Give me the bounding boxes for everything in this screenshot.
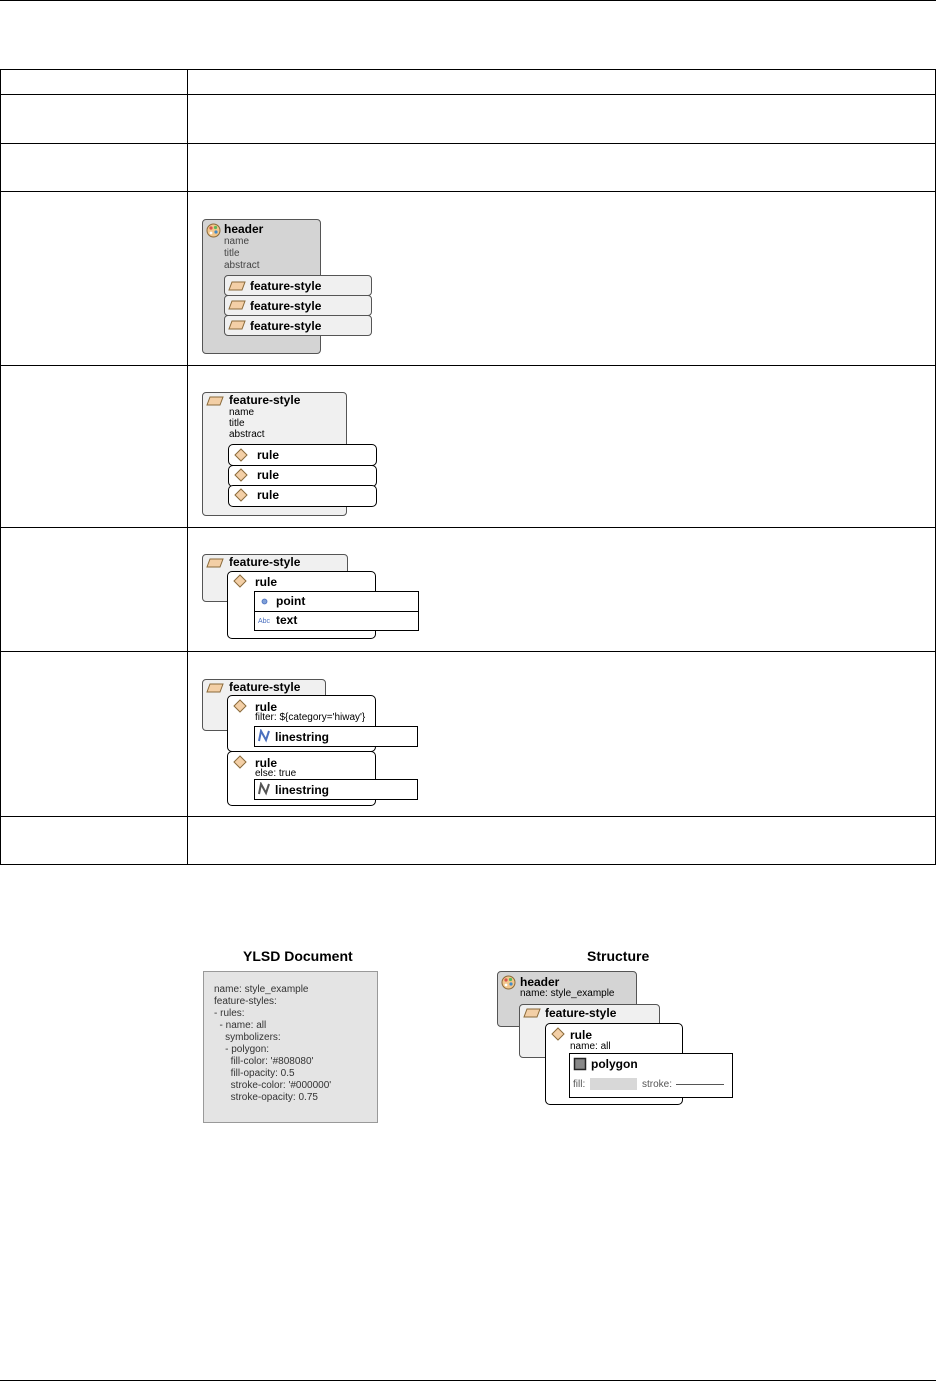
bottom-rule bbox=[0, 1380, 936, 1381]
stroke-swatch bbox=[676, 1084, 724, 1085]
feature-style-field: title bbox=[229, 418, 245, 429]
ylsd-document-box: name: style_example feature-styles: - ru… bbox=[203, 971, 378, 1123]
feature-style-title: feature-style bbox=[229, 393, 301, 407]
polygon-title: polygon bbox=[591, 1057, 638, 1071]
diamond-icon bbox=[234, 468, 248, 482]
table-cell-diagram: feature-style name title abstract rule r… bbox=[187, 365, 936, 528]
header-field: abstract bbox=[224, 260, 260, 271]
rule-diagram: feature-style rule point Abc text bbox=[188, 528, 935, 650]
text-icon: Abc bbox=[258, 618, 271, 625]
rule-box bbox=[228, 485, 377, 507]
table-cell-label bbox=[0, 191, 188, 366]
feature-style-field: abstract bbox=[229, 429, 265, 440]
rule-title: rule bbox=[255, 756, 278, 770]
palette-icon bbox=[501, 975, 516, 990]
parallelogram-icon bbox=[206, 396, 224, 406]
feature-style-title: feature-style bbox=[250, 299, 322, 313]
rule-filter: filter: ${category='hiway'} bbox=[255, 712, 366, 723]
table-row bbox=[0, 94, 936, 144]
ylsd-line: feature-styles: bbox=[214, 996, 277, 1007]
symbolizer-box bbox=[254, 611, 419, 631]
point-icon bbox=[261, 598, 268, 605]
symbolizer-title: linestring bbox=[275, 730, 330, 744]
header-title: header bbox=[520, 975, 560, 989]
table-row: header name title abstract feature-style… bbox=[0, 191, 936, 366]
ylsd-line: fill-color: '#808080' bbox=[214, 1056, 314, 1067]
ylsd-line: - name: all bbox=[214, 1020, 267, 1031]
symbolizer-title: text bbox=[276, 613, 298, 627]
symbolizer-title: linestring bbox=[275, 783, 330, 797]
parallelogram-icon bbox=[523, 1008, 541, 1018]
ylsd-line: stroke-opacity: 0.75 bbox=[214, 1092, 318, 1103]
header-title: header bbox=[224, 222, 264, 236]
ylsd-line: fill-opacity: 0.5 bbox=[214, 1068, 295, 1079]
diamond-icon bbox=[233, 699, 247, 713]
top-rule bbox=[0, 0, 936, 1]
filter-diagram: feature-style rule filter: ${category='h… bbox=[188, 652, 935, 815]
diamond-icon bbox=[233, 574, 247, 588]
fill-swatch bbox=[590, 1078, 637, 1090]
feature-style-field: name bbox=[229, 407, 255, 418]
diamond-icon bbox=[234, 448, 248, 462]
header-name: name: style_example bbox=[520, 988, 615, 999]
table-cell-label bbox=[0, 816, 188, 865]
rule-title: rule bbox=[257, 448, 280, 462]
fill-label: fill: bbox=[573, 1079, 586, 1090]
polygon-symbolizer-box bbox=[569, 1053, 733, 1098]
table-cell-label bbox=[0, 94, 188, 144]
table-row: feature-style rule filter: ${category='h… bbox=[0, 651, 936, 817]
parallelogram-icon bbox=[228, 281, 246, 291]
feature-style-title: feature-style bbox=[250, 279, 322, 293]
diamond-icon bbox=[234, 488, 248, 502]
feature-style-box bbox=[224, 315, 372, 336]
table-cell-diagram: feature-style rule filter: ${category='h… bbox=[187, 651, 936, 817]
symbolizer-box bbox=[254, 726, 418, 747]
feature-style-diagram: feature-style name title abstract rule r… bbox=[188, 366, 935, 526]
parallelogram-icon bbox=[206, 683, 224, 693]
header-field: name bbox=[224, 236, 250, 247]
rule-else: else: true bbox=[255, 768, 297, 779]
parallelogram-icon bbox=[228, 320, 246, 330]
rule-title: rule bbox=[570, 1028, 593, 1042]
feature-style-title: feature-style bbox=[229, 555, 301, 569]
feature-style-title: feature-style bbox=[229, 680, 301, 694]
linestring-icon bbox=[257, 729, 271, 743]
ylsd-line: - rules: bbox=[214, 1008, 245, 1019]
parallelogram-icon bbox=[206, 558, 224, 568]
ylsd-line: stroke-color: '#000000' bbox=[214, 1080, 332, 1091]
rule-name: name: all bbox=[570, 1041, 611, 1052]
symbolizer-box bbox=[254, 779, 418, 800]
table-cell-content bbox=[187, 816, 936, 865]
spec-table: header name title abstract feature-style… bbox=[0, 69, 936, 865]
polygon-icon bbox=[573, 1057, 587, 1071]
stroke-label: stroke: bbox=[642, 1079, 673, 1090]
diamond-icon bbox=[551, 1027, 565, 1041]
ylsd-line: symbolizers: bbox=[214, 1032, 281, 1043]
table-cell-content bbox=[187, 94, 936, 144]
feature-style-title: feature-style bbox=[250, 319, 322, 333]
rule-title: rule bbox=[255, 575, 278, 589]
feature-style-title: feature-style bbox=[545, 1006, 617, 1020]
structure-title: Structure bbox=[587, 948, 650, 964]
symbolizer-title: point bbox=[276, 594, 306, 608]
rule-title: rule bbox=[257, 468, 280, 482]
ylsd-line: name: style_example bbox=[214, 984, 309, 995]
header-field: title bbox=[224, 248, 240, 259]
rule-title: rule bbox=[257, 488, 280, 502]
header-diagram: header name title abstract feature-style… bbox=[188, 192, 935, 364]
parallelogram-icon bbox=[228, 300, 246, 310]
ylsd-document-title: YLSD Document bbox=[243, 948, 353, 964]
diamond-icon bbox=[233, 755, 247, 769]
table-cell-label bbox=[0, 143, 188, 192]
palette-icon bbox=[206, 223, 221, 238]
table-cell-label bbox=[0, 527, 188, 652]
table-cell-diagram: header name title abstract feature-style… bbox=[187, 191, 936, 366]
ylsd-line: - polygon: bbox=[214, 1044, 270, 1055]
table-row bbox=[0, 816, 936, 865]
rule-title: rule bbox=[255, 700, 278, 714]
linestring-icon bbox=[258, 782, 270, 796]
